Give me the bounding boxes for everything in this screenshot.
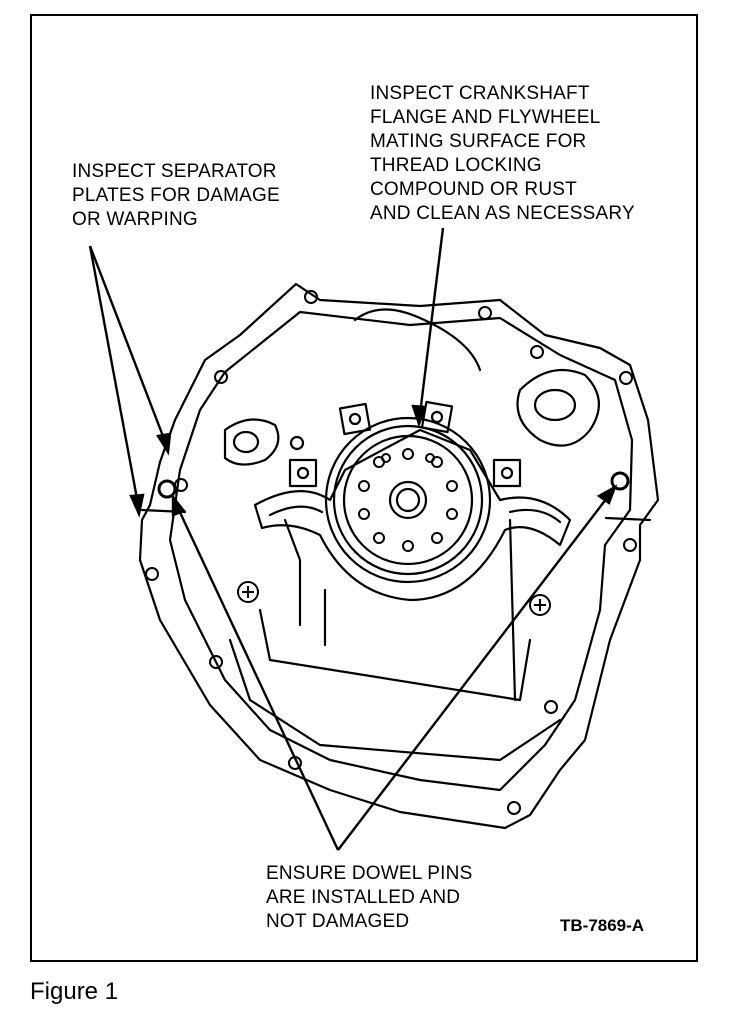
callout-crankshaft-flange: INSPECT CRANKSHAFT FLANGE AND FLYWHEEL M… — [370, 83, 635, 224]
crankshaft-flange-face — [342, 434, 474, 566]
figure-caption: Figure 1 — [30, 978, 119, 1005]
seal-retainer — [253, 428, 572, 602]
figure-frame — [30, 14, 698, 962]
separator-plate-outline — [138, 282, 660, 830]
drawing-id: TB-7869-A — [560, 916, 645, 935]
callout-separator-plates: INSPECT SEPARATOR PLATES FOR DAMAGE OR W… — [72, 161, 280, 230]
leader-dowel-1 — [175, 505, 340, 851]
crankshaft-pilot-hole — [388, 480, 428, 520]
dowel-pin-left — [157, 479, 177, 499]
dowel-pin-right — [610, 471, 630, 491]
callout-dowel-pins: ENSURE DOWEL PINS ARE INSTALLED AND NOT … — [266, 863, 473, 932]
leader-crankshaft — [418, 227, 445, 415]
leader-dowel-2 — [337, 493, 611, 851]
crankshaft-flange-outer — [324, 416, 492, 584]
leader-separator-2 — [88, 245, 140, 505]
leader-separator-1 — [88, 245, 168, 445]
plate-inner-edge — [168, 310, 634, 792]
